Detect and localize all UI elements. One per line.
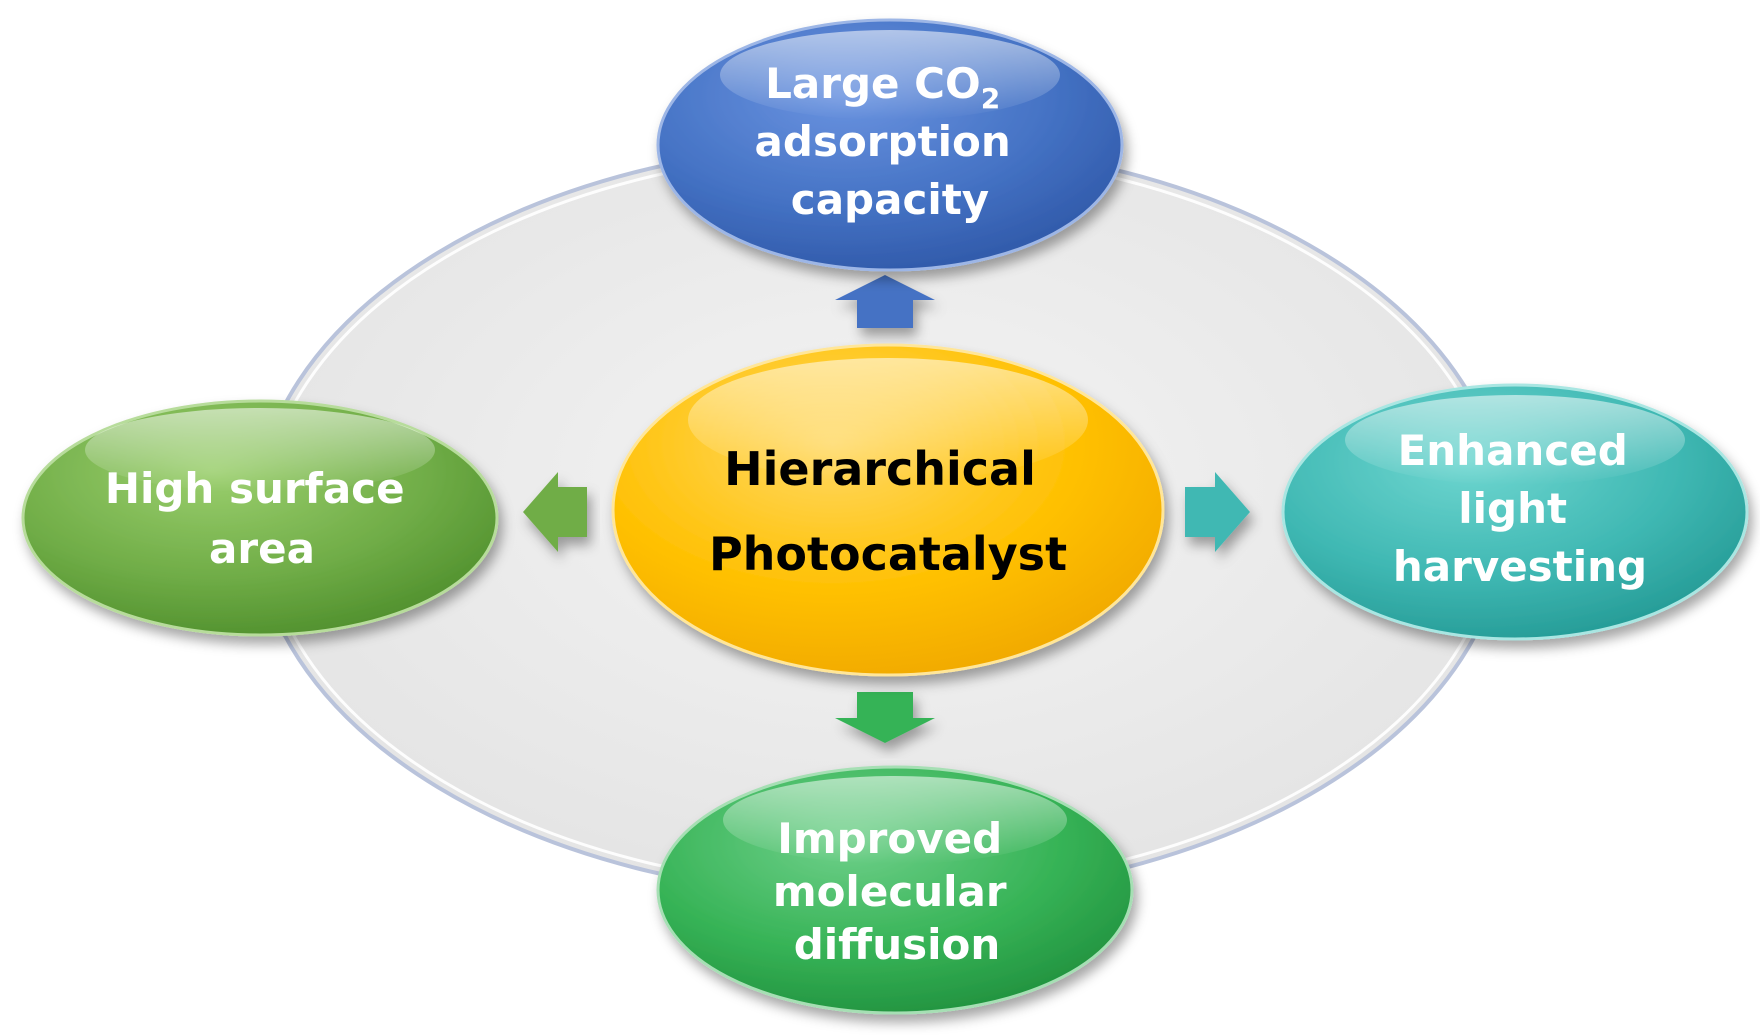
- bottom-label-line-2: molecular: [773, 867, 1007, 916]
- svg-text:Hierarchical Photocataly: Hierarchical Photocatalyst: [709, 442, 1067, 581]
- arrow-right-icon: [1185, 472, 1250, 552]
- left-node: High surface area: [21, 399, 499, 637]
- svg-text:Enhanced light har: Enhanced light harvesting: [1393, 426, 1647, 591]
- center-label-line-1: Hierarchical: [724, 442, 1036, 496]
- top-label-line-3: capacity: [791, 175, 989, 224]
- top-label-line-2: adsorption: [755, 117, 1011, 166]
- top-label-line-1: Large CO2: [765, 59, 1000, 115]
- top-label-line-1-text: Large CO: [765, 59, 981, 108]
- arrow-down-icon: [835, 692, 935, 743]
- center-label-line-2: Photocatalyst: [709, 527, 1067, 581]
- svg-text:Improved molecular: Improved molecular diffusion: [773, 814, 1021, 969]
- right-node: Enhanced light harvesting: [1281, 383, 1749, 641]
- right-label-line-2: light: [1458, 484, 1567, 533]
- right-label-line-1: Enhanced: [1398, 426, 1628, 475]
- left-label-line-2: area: [209, 524, 315, 573]
- bottom-label-line-3: diffusion: [794, 920, 1001, 969]
- arrow-left-icon: [523, 472, 587, 552]
- arrow-up-icon: [835, 275, 935, 328]
- svg-text:Large CO2 adsorption: Large CO2 adsorption capacity: [755, 59, 1026, 224]
- bottom-node: Improved molecular diffusion: [656, 765, 1134, 1015]
- top-node: Large CO2 adsorption capacity: [656, 18, 1124, 272]
- center-node: Hierarchical Photocatalyst: [611, 343, 1165, 677]
- top-label-subscript: 2: [981, 82, 1000, 115]
- left-label-line-1: High surface: [105, 464, 405, 513]
- right-label-line-3: harvesting: [1393, 542, 1647, 591]
- svg-text:High surface area: High surface area: [105, 464, 419, 573]
- bottom-label-line-1: Improved: [777, 814, 1002, 863]
